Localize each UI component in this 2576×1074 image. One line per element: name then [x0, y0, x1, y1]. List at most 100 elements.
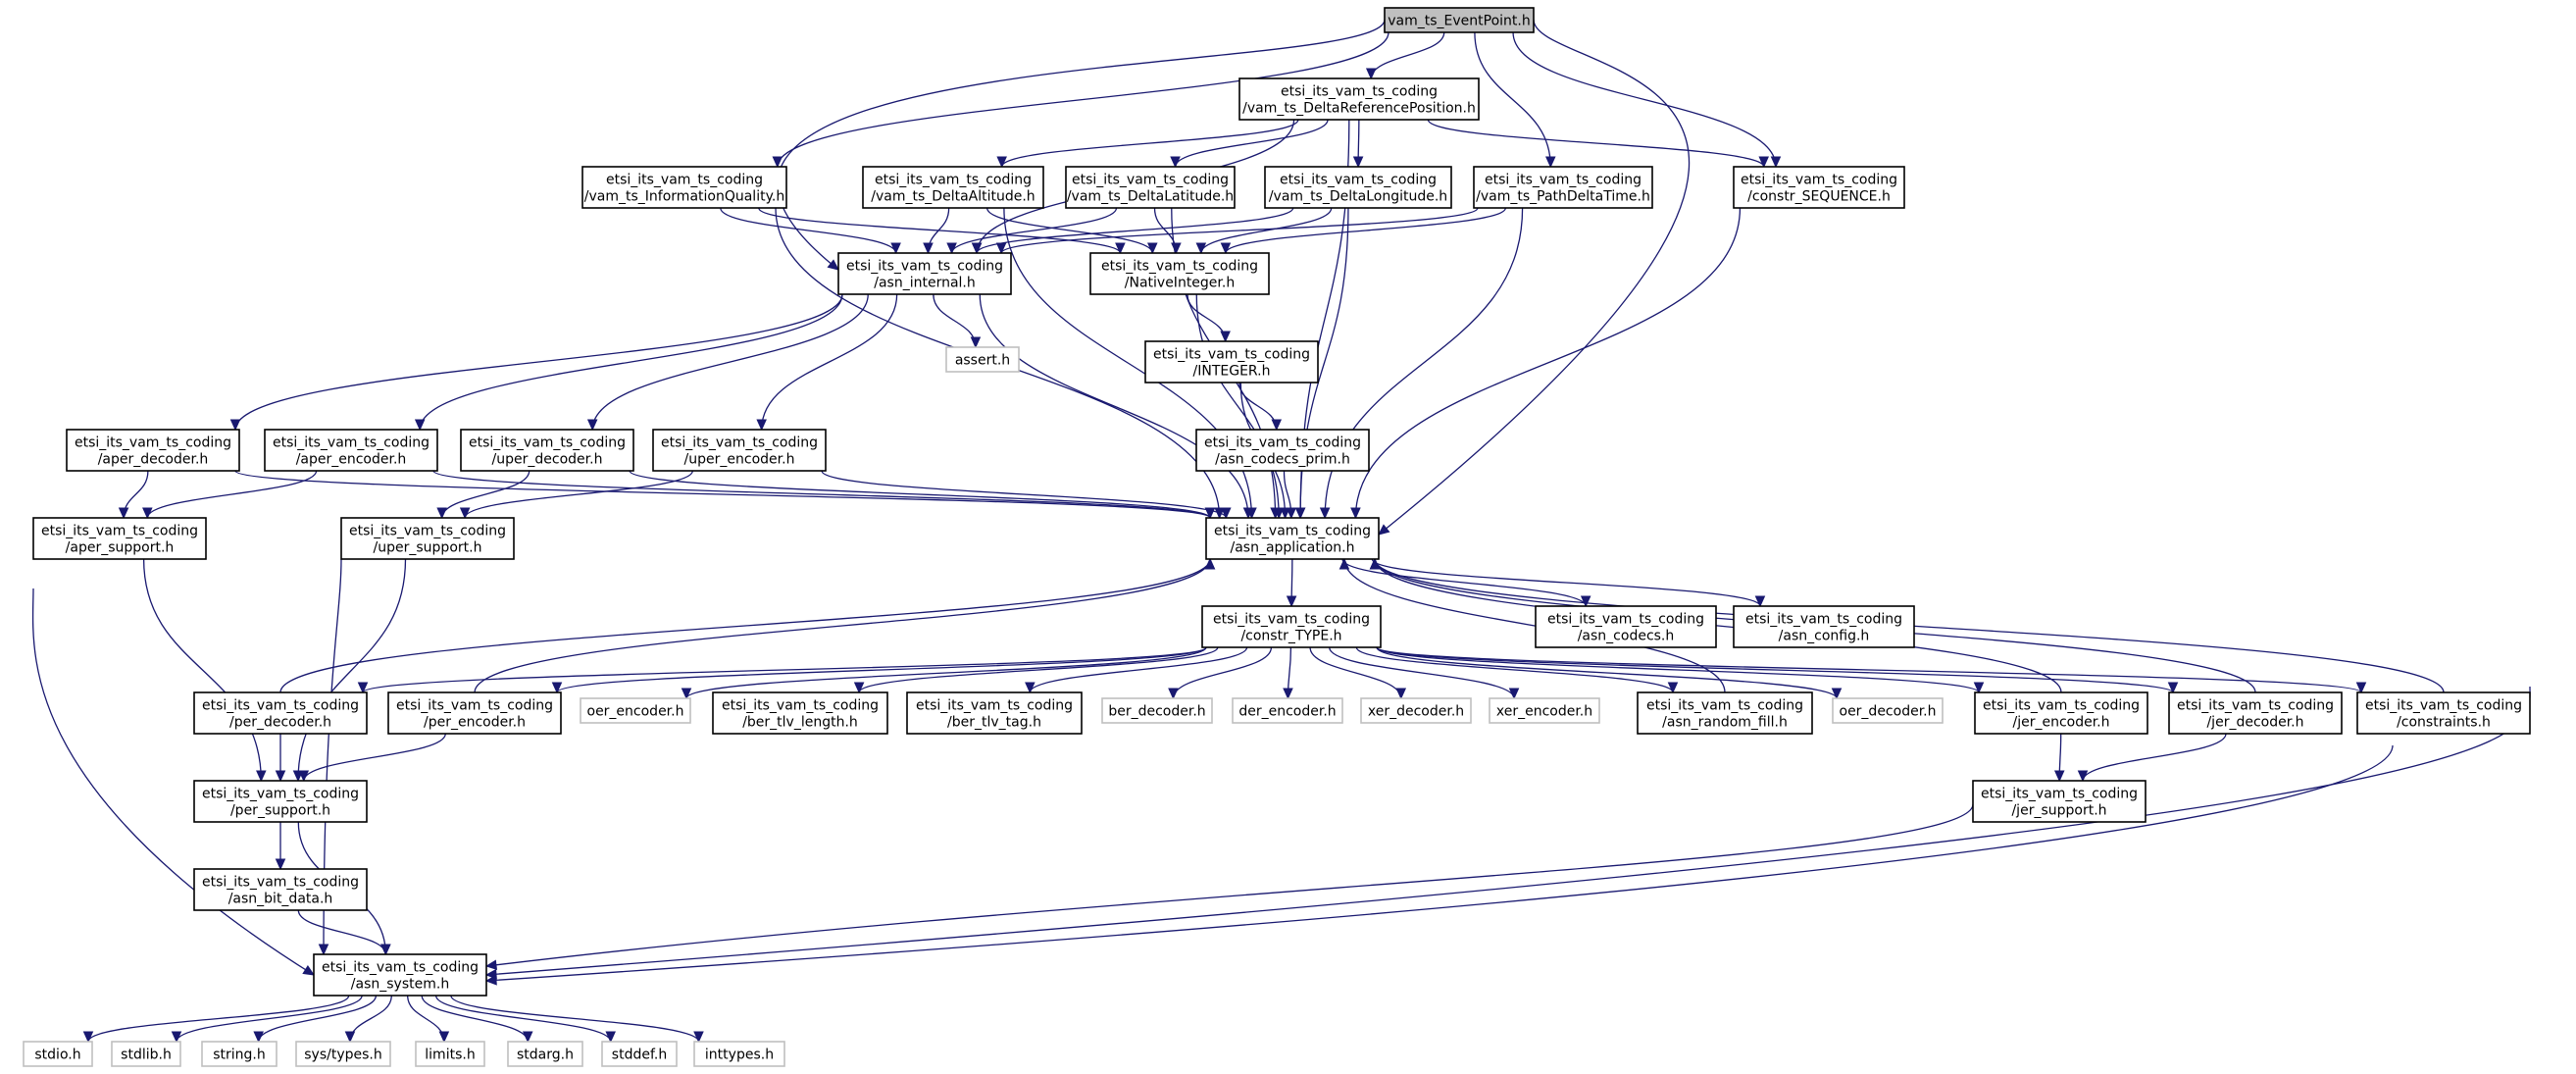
node-box — [264, 429, 438, 472]
edge-asn-application-to-asn-codecs — [1341, 558, 1591, 608]
node-delta-ref-pos[interactable]: etsi_its_vam_ts_coding/vam_ts_DeltaRefer… — [1238, 77, 1480, 121]
node-oer-encoder[interactable]: oer_encoder.h — [580, 697, 691, 724]
node-asn-random-fill[interactable]: etsi_its_vam_ts_coding/asn_random_fill.h — [1637, 691, 1813, 735]
node-string[interactable]: string.h — [201, 1041, 278, 1067]
node-stdio[interactable]: stdio.h — [23, 1041, 93, 1067]
node-asn-application[interactable]: etsi_its_vam_ts_coding/asn_application.h — [1205, 517, 1380, 560]
node-box — [1473, 166, 1653, 209]
node-stdarg[interactable]: stdarg.h — [507, 1041, 583, 1067]
node-box — [1089, 252, 1270, 295]
edge-constr-type-to-ber-tlv-tag — [1025, 646, 1248, 694]
node-box — [1360, 697, 1472, 724]
node-per-support[interactable]: etsi_its_vam_ts_coding/per_support.h — [193, 780, 368, 823]
edge-native-integer-to-asn-application — [1195, 293, 1285, 520]
node-ber-tlv-tag[interactable]: etsi_its_vam_ts_coding/ber_tlv_tag.h — [906, 691, 1083, 735]
edge-constr-type-to-xer-decoder — [1309, 646, 1407, 700]
node-sys-types[interactable]: sys/types.h — [295, 1041, 391, 1067]
edge-constr-type-to-der-encoder — [1283, 646, 1293, 700]
node-inttypes[interactable]: inttypes.h — [693, 1041, 785, 1067]
node-label: inttypes.h — [705, 1048, 774, 1063]
node-stdlib[interactable]: stdlib.h — [111, 1041, 181, 1067]
node-box — [1238, 77, 1480, 121]
node-box — [1201, 605, 1382, 648]
edge-delta-ref-pos-to-delta-latitude — [1170, 119, 1329, 169]
node-uper-encoder[interactable]: etsi_its_vam_ts_coding/uper_encoder.h — [652, 429, 827, 472]
edge-asn-random-fill-to-asn-application — [1339, 557, 1726, 693]
node-label: etsi_its_vam_ts_coding — [273, 435, 429, 451]
node-constr-type[interactable]: etsi_its_vam_ts_coding/constr_TYPE.h — [1201, 605, 1382, 648]
node-constr-sequence[interactable]: etsi_its_vam_ts_coding/constr_SEQUENCE.h — [1733, 166, 1905, 209]
node-asn-bit-data[interactable]: etsi_its_vam_ts_coding/asn_bit_data.h — [193, 868, 368, 911]
edge-delta-ref-pos-to-constr-sequence — [1427, 119, 1769, 169]
node-box — [712, 691, 888, 735]
edge-constr-type-to-jer-encoder — [1376, 646, 1985, 694]
node-xer-decoder[interactable]: xer_decoder.h — [1360, 697, 1472, 724]
node-label: string.h — [213, 1048, 266, 1063]
node-label: ber_decoder.h — [1108, 704, 1205, 720]
node-jer-support[interactable]: etsi_its_vam_ts_coding/jer_support.h — [1972, 780, 2147, 823]
edge-root-to-constr-sequence — [1512, 31, 1782, 169]
node-native-integer[interactable]: etsi_its_vam_ts_coding/NativeInteger.h — [1089, 252, 1270, 295]
edge-root-to-asn-application — [1378, 19, 1690, 536]
edge-aper-decoder-to-aper-support — [118, 470, 149, 520]
edge-uper-encoder-to-asn-application — [821, 470, 1232, 520]
node-asn-codecs-prim[interactable]: etsi_its_vam_ts_coding/asn_codecs_prim.h — [1195, 429, 1370, 472]
edge-asn-system-to-stddef — [434, 995, 616, 1044]
node-label: etsi_its_vam_ts_coding — [1547, 612, 1704, 628]
node-integer[interactable]: etsi_its_vam_ts_coding/INTEGER.h — [1144, 340, 1319, 384]
edge-per-decoder-to-per-support — [275, 733, 286, 783]
node-aper-support[interactable]: etsi_its_vam_ts_coding/aper_support.h — [32, 517, 207, 560]
node-uper-decoder[interactable]: etsi_its_vam_ts_coding/uper_decoder.h — [460, 429, 634, 472]
node-label: etsi_its_vam_ts_coding — [661, 435, 818, 451]
node-der-encoder[interactable]: der_encoder.h — [1232, 697, 1343, 724]
node-stddef[interactable]: stddef.h — [601, 1041, 678, 1067]
node-path-delta-time[interactable]: etsi_its_vam_ts_coding/vam_ts_PathDeltaT… — [1473, 166, 1653, 209]
node-box — [193, 780, 368, 823]
node-label: etsi_its_vam_ts_coding — [722, 698, 879, 714]
node-label: etsi_its_vam_ts_coding — [1741, 173, 1897, 188]
node-uper-support[interactable]: etsi_its_vam_ts_coding/uper_support.h — [340, 517, 515, 560]
node-label: /jer_encoder.h — [2012, 715, 2109, 731]
node-box — [32, 517, 207, 560]
node-oer-decoder[interactable]: oer_decoder.h — [1832, 697, 1944, 724]
node-delta-latitude[interactable]: etsi_its_vam_ts_coding/vam_ts_DeltaLatit… — [1065, 166, 1236, 209]
node-xer-encoder[interactable]: xer_encoder.h — [1489, 697, 1600, 724]
edge-delta-longitude-to-native-integer — [1195, 207, 1333, 255]
node-delta-altitude[interactable]: etsi_its_vam_ts_coding/vam_ts_DeltaAltit… — [862, 166, 1044, 209]
node-label: /asn_bit_data.h — [228, 892, 333, 907]
node-asn-internal[interactable]: etsi_its_vam_ts_coding/asn_internal.h — [837, 252, 1012, 295]
node-assert[interactable]: assert.h — [945, 346, 1020, 373]
node-ber-tlv-length[interactable]: etsi_its_vam_ts_coding/ber_tlv_length.h — [712, 691, 888, 735]
node-label: etsi_its_vam_ts_coding — [322, 960, 479, 976]
node-per-decoder[interactable]: etsi_its_vam_ts_coding/per_decoder.h — [193, 691, 368, 735]
node-root[interactable]: vam_ts_EventPoint.h — [1384, 7, 1535, 33]
node-asn-codecs[interactable]: etsi_its_vam_ts_coding/asn_codecs.h — [1535, 605, 1717, 648]
node-aper-encoder[interactable]: etsi_its_vam_ts_coding/aper_encoder.h — [264, 429, 438, 472]
node-label: etsi_its_vam_ts_coding — [846, 259, 1003, 275]
node-box — [313, 953, 487, 997]
node-info-quality[interactable]: etsi_its_vam_ts_coding/vam_ts_Informatio… — [581, 166, 787, 209]
node-aper-decoder[interactable]: etsi_its_vam_ts_coding/aper_decoder.h — [66, 429, 240, 472]
node-limits[interactable]: limits.h — [415, 1041, 485, 1067]
node-delta-longitude[interactable]: etsi_its_vam_ts_coding/vam_ts_DeltaLongi… — [1264, 166, 1452, 209]
node-constraints[interactable]: etsi_its_vam_ts_coding/constraints.h — [2356, 691, 2531, 735]
edge-constr-type-to-per-encoder — [551, 646, 1207, 694]
edge-constraints-to-asn-system — [484, 744, 2394, 986]
node-asn-system[interactable]: etsi_its_vam_ts_coding/asn_system.h — [313, 953, 487, 997]
node-jer-decoder[interactable]: etsi_its_vam_ts_coding/jer_decoder.h — [2168, 691, 2343, 735]
edge-jer-encoder-to-jer-support — [2053, 733, 2065, 783]
node-ber-decoder[interactable]: ber_decoder.h — [1101, 697, 1213, 724]
node-label: xer_encoder.h — [1496, 704, 1592, 720]
edge-delta-ref-pos-to-delta-altitude — [996, 119, 1299, 169]
node-label: etsi_its_vam_ts_coding — [41, 524, 198, 539]
node-asn-config[interactable]: etsi_its_vam_ts_coding/asn_config.h — [1733, 605, 1915, 648]
edge-root-to-delta-ref-pos — [1365, 31, 1445, 80]
edge-path-delta-time-to-asn-internal — [995, 207, 1479, 255]
edge-asn-system-to-stdlib — [171, 995, 363, 1044]
node-label: /per_decoder.h — [229, 715, 331, 731]
edge-jer-decoder-to-jer-support — [2077, 733, 2227, 783]
node-jer-encoder[interactable]: etsi_its_vam_ts_coding/jer_encoder.h — [1974, 691, 2148, 735]
node-label: etsi_its_vam_ts_coding — [1745, 612, 1902, 628]
node-label: etsi_its_vam_ts_coding — [1646, 698, 1803, 714]
node-per-encoder[interactable]: etsi_its_vam_ts_coding/per_encoder.h — [387, 691, 562, 735]
